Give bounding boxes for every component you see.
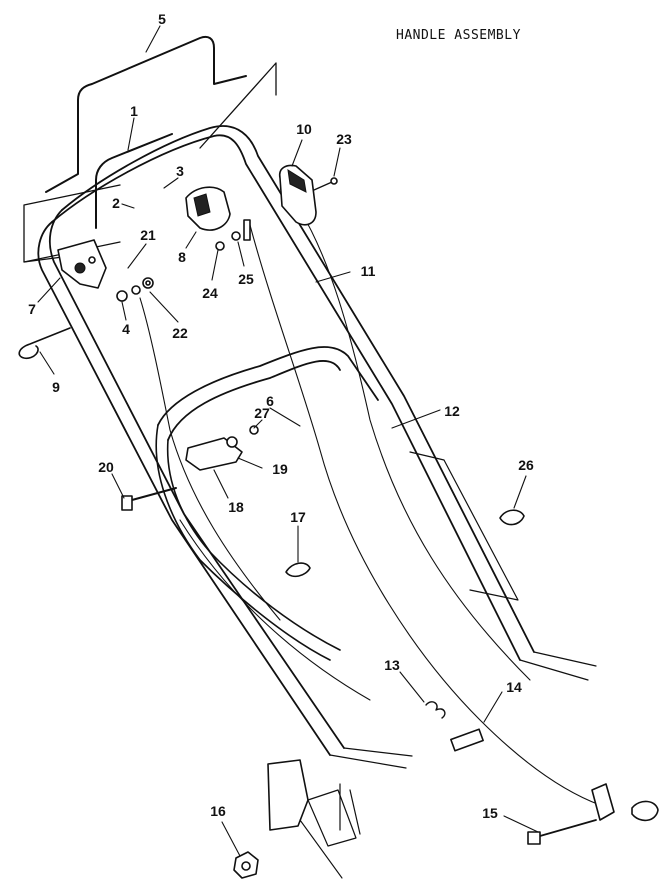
- callout-6: 6: [266, 393, 274, 409]
- callout-21: 21: [140, 227, 156, 243]
- part-18-guide: [185, 425, 259, 471]
- callout-3: 3: [176, 163, 184, 179]
- callout-19: 19: [272, 461, 288, 477]
- part-10-lever: [278, 164, 338, 226]
- part-20-bolt: [121, 487, 177, 511]
- callout-17: 17: [290, 509, 306, 525]
- control-cables: [139, 209, 601, 806]
- bottom-right-bracket: [527, 783, 659, 845]
- part-13-14-spring: [425, 701, 484, 752]
- part-8-lever: [185, 186, 251, 251]
- callout-20: 20: [98, 459, 114, 475]
- callout-8: 8: [178, 249, 186, 265]
- callout-23: 23: [336, 131, 352, 147]
- callout-13: 13: [384, 657, 400, 673]
- lower-handle-frame: [155, 346, 379, 661]
- callout-16: 16: [210, 803, 226, 819]
- part-7-bracket: [57, 239, 154, 302]
- cable-clips: [285, 509, 525, 578]
- callout-1: 1: [130, 103, 138, 119]
- callout-24: 24: [202, 285, 218, 301]
- callout-9: 9: [52, 379, 60, 395]
- callout-27: 27: [254, 405, 270, 421]
- callout-10: 10: [296, 121, 312, 137]
- callout-labels: 5 1 2 3 4 6 7 8 9 10 11 12 13 14 15 16 1…: [28, 11, 534, 821]
- callout-4: 4: [122, 321, 130, 337]
- callout-25: 25: [238, 271, 254, 287]
- callout-12: 12: [444, 403, 460, 419]
- diagram-title: HANDLE ASSEMBLY: [396, 28, 521, 43]
- callout-5: 5: [158, 11, 166, 27]
- bottom-bracket: [233, 759, 361, 879]
- callout-7: 7: [28, 301, 36, 317]
- callout-15: 15: [482, 805, 498, 821]
- bail-wire: [45, 35, 247, 229]
- leader-lines: [37, 25, 539, 857]
- callout-22: 22: [172, 325, 188, 341]
- callout-2: 2: [112, 195, 120, 211]
- callout-26: 26: [518, 457, 534, 473]
- callout-14: 14: [506, 679, 522, 695]
- part-9-hairpin: [18, 327, 71, 360]
- lower-shield: [409, 451, 519, 601]
- upper-handle-frame: [37, 125, 597, 769]
- callout-11: 11: [361, 263, 376, 279]
- callout-18: 18: [228, 499, 244, 515]
